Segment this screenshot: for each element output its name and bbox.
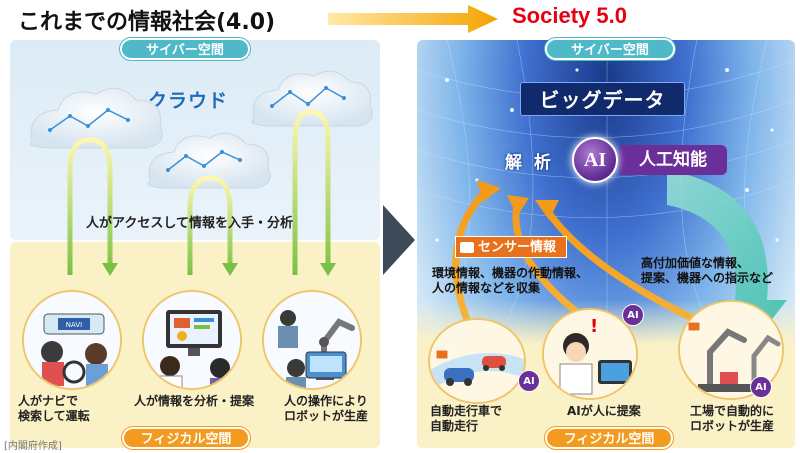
value-return-arrow — [667, 170, 787, 345]
left-caption-robot: 人の操作によりロボットが生産 — [284, 394, 369, 423]
ai-badge-icon: AI — [572, 137, 618, 183]
cloud-icon — [29, 87, 163, 149]
ai-small-badge-icon: AI — [750, 376, 772, 398]
ai-proposal-illustration: ! — [542, 308, 638, 400]
transition-arrow-icon — [328, 5, 498, 33]
nav-screen-text: NAVI — [66, 321, 82, 329]
source-credit: [内閣府作成] — [4, 441, 62, 452]
manual-robot-operation-illustration — [262, 290, 362, 390]
ai-small-badge-icon: AI — [622, 304, 644, 326]
analysis-label: 解 析 — [505, 153, 554, 173]
arrowhead-icon — [477, 180, 559, 220]
svg-text:!: ! — [590, 316, 598, 337]
big-data-label: ビッグデータ — [520, 82, 685, 116]
right-caption-factory: 工場で自動的にロボットが生産 — [690, 404, 775, 433]
chevron-right-icon — [383, 205, 415, 275]
society5-title: Society 5.0 — [512, 3, 627, 28]
sensor-description: 環境情報、機器の作動情報、人の情報などを収集 — [432, 266, 589, 295]
value-description: 高付加価値な情報、提案、機器への指示など — [641, 256, 774, 285]
sensor-info-label: センサー情報 — [455, 236, 567, 258]
left-cloud-flow-diagram — [29, 70, 373, 276]
cloud-label: クラウド — [148, 90, 229, 112]
access-analysis-label: 人がアクセスして情報を入手・分析 — [86, 216, 293, 231]
right-caption-ai-proposal: AIが人に提案 — [567, 404, 641, 418]
left-caption-navigation: 人がナビで検索して運転 — [18, 394, 90, 423]
ai-small-badge-icon: AI — [518, 370, 540, 392]
cloud-icon — [251, 70, 373, 127]
right-caption-autonomous: 自動走行車で自動走行 — [430, 404, 503, 433]
navigation-driving-illustration: NAVI — [22, 290, 122, 390]
left-cyber-space-label: サイバー空間 — [120, 38, 250, 60]
data-loop-arrows — [452, 170, 787, 345]
ai-name-label: 人工知能 — [619, 145, 727, 175]
autonomous-car-illustration — [428, 318, 526, 404]
left-caption-analysis: 人が情報を分析・提案 — [134, 394, 255, 408]
cloud-icon — [147, 132, 271, 189]
left-physical-space-label: フィジカル空間 — [122, 427, 250, 449]
access-loop-arrow — [67, 109, 331, 275]
right-cyber-space-label: サイバー空間 — [545, 38, 675, 60]
current-society-title: これまでの情報社会(4.0) — [18, 10, 276, 35]
sensor-icon — [460, 242, 474, 253]
arrowhead-icon — [102, 263, 336, 276]
data-analysis-illustration — [142, 290, 242, 390]
right-physical-space-label: フィジカル空間 — [545, 427, 673, 449]
